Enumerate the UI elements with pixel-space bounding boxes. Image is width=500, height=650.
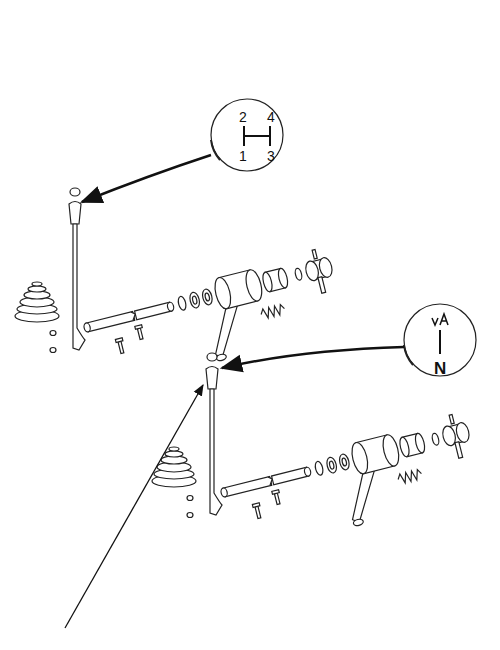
- shift-pattern-label: 1: [239, 149, 247, 163]
- shift-pattern-label: 2: [239, 110, 247, 124]
- shift-pattern-label: 3: [267, 149, 275, 163]
- shift-pattern-label: N: [434, 360, 446, 377]
- shift-pattern-label: 4: [267, 110, 275, 124]
